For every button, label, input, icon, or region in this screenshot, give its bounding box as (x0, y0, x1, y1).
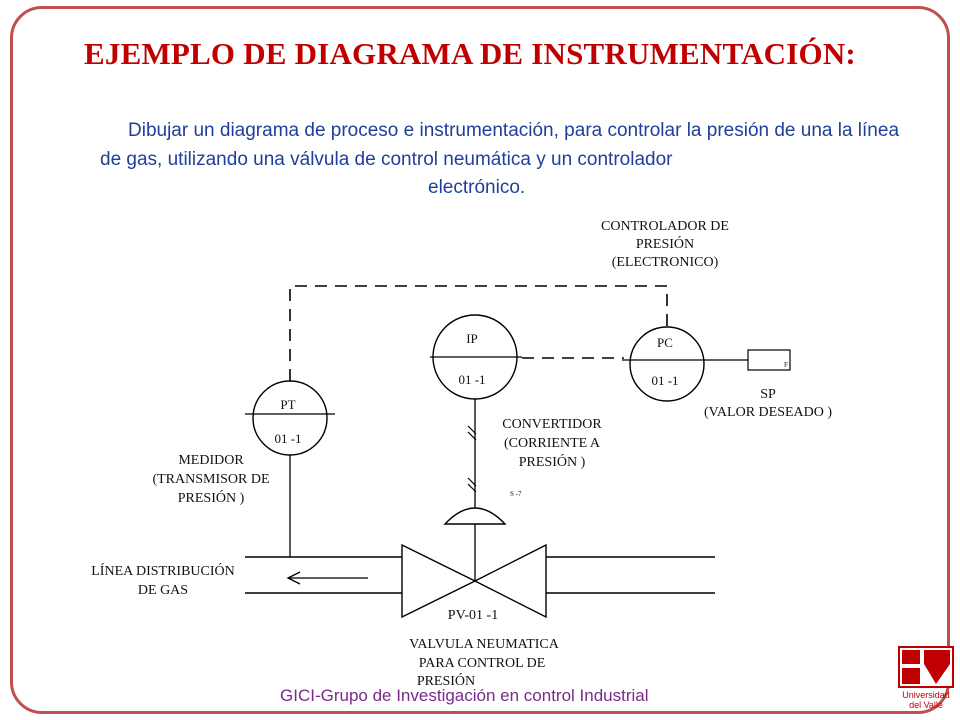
pc-loop-number: 01 -1 (651, 373, 678, 388)
pc-instrument: PC 01 -1 (622, 326, 712, 402)
line-label-line2: DE GAS (138, 583, 188, 598)
valve-actuator (443, 507, 507, 525)
pneumatic-mark-2 (467, 431, 477, 441)
transmitter-label-line3: PRESIÓN ) (178, 489, 245, 506)
valve-tag: PV-01 -1 (448, 608, 498, 623)
setpoint-label-line1: SP (760, 387, 776, 402)
pneumatic-mark-3 (467, 477, 477, 487)
setpoint-label-line2: (VALOR DESEADO ) (704, 405, 832, 420)
footer-text: GICI-Grupo de Investigación en control I… (280, 686, 649, 705)
ip-tag: IP (466, 331, 478, 346)
valve-label-line2: PARA CONTROL DE (419, 656, 546, 671)
ip-instrument: IP 01 -1 (430, 314, 522, 400)
pt-loop-number: 01 -1 (274, 431, 301, 446)
valve-label-line1: VALVULA NEUMATICA (409, 637, 560, 652)
pc-tag: PC (657, 335, 673, 350)
controller-label-line2: PRESIÓN (636, 235, 694, 252)
logo-text-line1: Universidad (902, 690, 950, 700)
slide-frame (10, 6, 950, 714)
intro-text: Dibujar un diagrama de proceso e instrum… (100, 120, 900, 170)
transmitter-label-line2: (TRANSMISOR DE (152, 472, 269, 487)
signal-line-pt-to-pc (289, 285, 668, 381)
line-label-line1: LÍNEA DISTRIBUCIÓN (91, 562, 235, 579)
converter-label-line3: PRESIÓN ) (519, 453, 586, 470)
pt-tag: PT (280, 397, 295, 412)
valve-label-line3: PRESIÓN (417, 672, 475, 689)
controller-label-line3: (ELECTRONICO) (612, 255, 719, 270)
pt-instrument: PT 01 -1 (245, 380, 335, 456)
valve-body-right (473, 543, 547, 619)
actuator-mark: S -7 (510, 490, 522, 498)
transmitter-label-line1: MEDIDOR (178, 453, 244, 468)
ip-loop-number: 01 -1 (458, 372, 485, 387)
university-logo: Universidad del Valle (898, 646, 954, 718)
logo-text-line2: del Valle (909, 700, 943, 710)
converter-label-line2: (CORRIENTE A (504, 436, 601, 451)
flow-arrow-head (286, 571, 301, 585)
converter-label-line1: CONVERTIDOR (502, 417, 602, 432)
page-title: EJEMPLO DE DIAGRAMA DE INSTRUMENTACIÓN: (84, 36, 856, 71)
pneumatic-mark-1 (467, 425, 477, 435)
setpoint-box-mark: F (784, 361, 788, 369)
intro-text-end: electrónico. (428, 177, 526, 198)
logo-mark-icon (898, 646, 954, 688)
controller-label-line1: CONTROLADOR DE (601, 219, 729, 234)
setpoint-box (747, 349, 791, 371)
valve-body-left (401, 543, 477, 619)
pneumatic-mark-4 (467, 483, 477, 493)
